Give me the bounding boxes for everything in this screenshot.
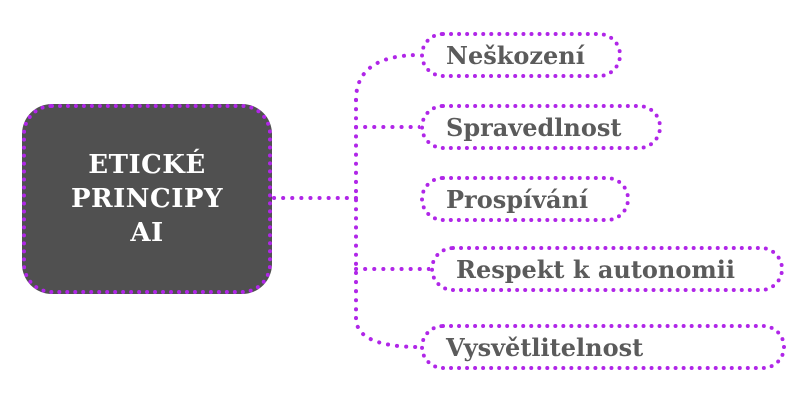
branch-neskozeni: Neškození (420, 32, 622, 78)
central-label: ETICKÉ PRINCIPY AI (47, 148, 247, 250)
branch-spravedlnost: Spravedlnost (420, 104, 662, 150)
branch-vysvetlitelnost: Vysvětlitelnost (420, 324, 786, 370)
branch-label: Spravedlnost (446, 112, 622, 142)
connector-bottom-curve (354, 316, 422, 349)
central-label-line-1: ETICKÉ (88, 150, 206, 180)
branch-label: Respekt k autonomii (456, 254, 736, 284)
branch-label: Prospívání (446, 184, 589, 214)
branch-respekt-k-autonomii: Respekt k autonomii (430, 246, 784, 292)
central-label-line-3: AI (130, 218, 164, 248)
connector-top-curve (354, 53, 422, 102)
central-node: ETICKÉ PRINCIPY AI (22, 104, 272, 294)
branch-prospivani: Prospívání (420, 176, 630, 222)
central-label-line-2: PRINCIPY (70, 184, 224, 214)
branch-label: Neškození (446, 40, 585, 70)
branch-label: Vysvětlitelnost (446, 332, 644, 362)
